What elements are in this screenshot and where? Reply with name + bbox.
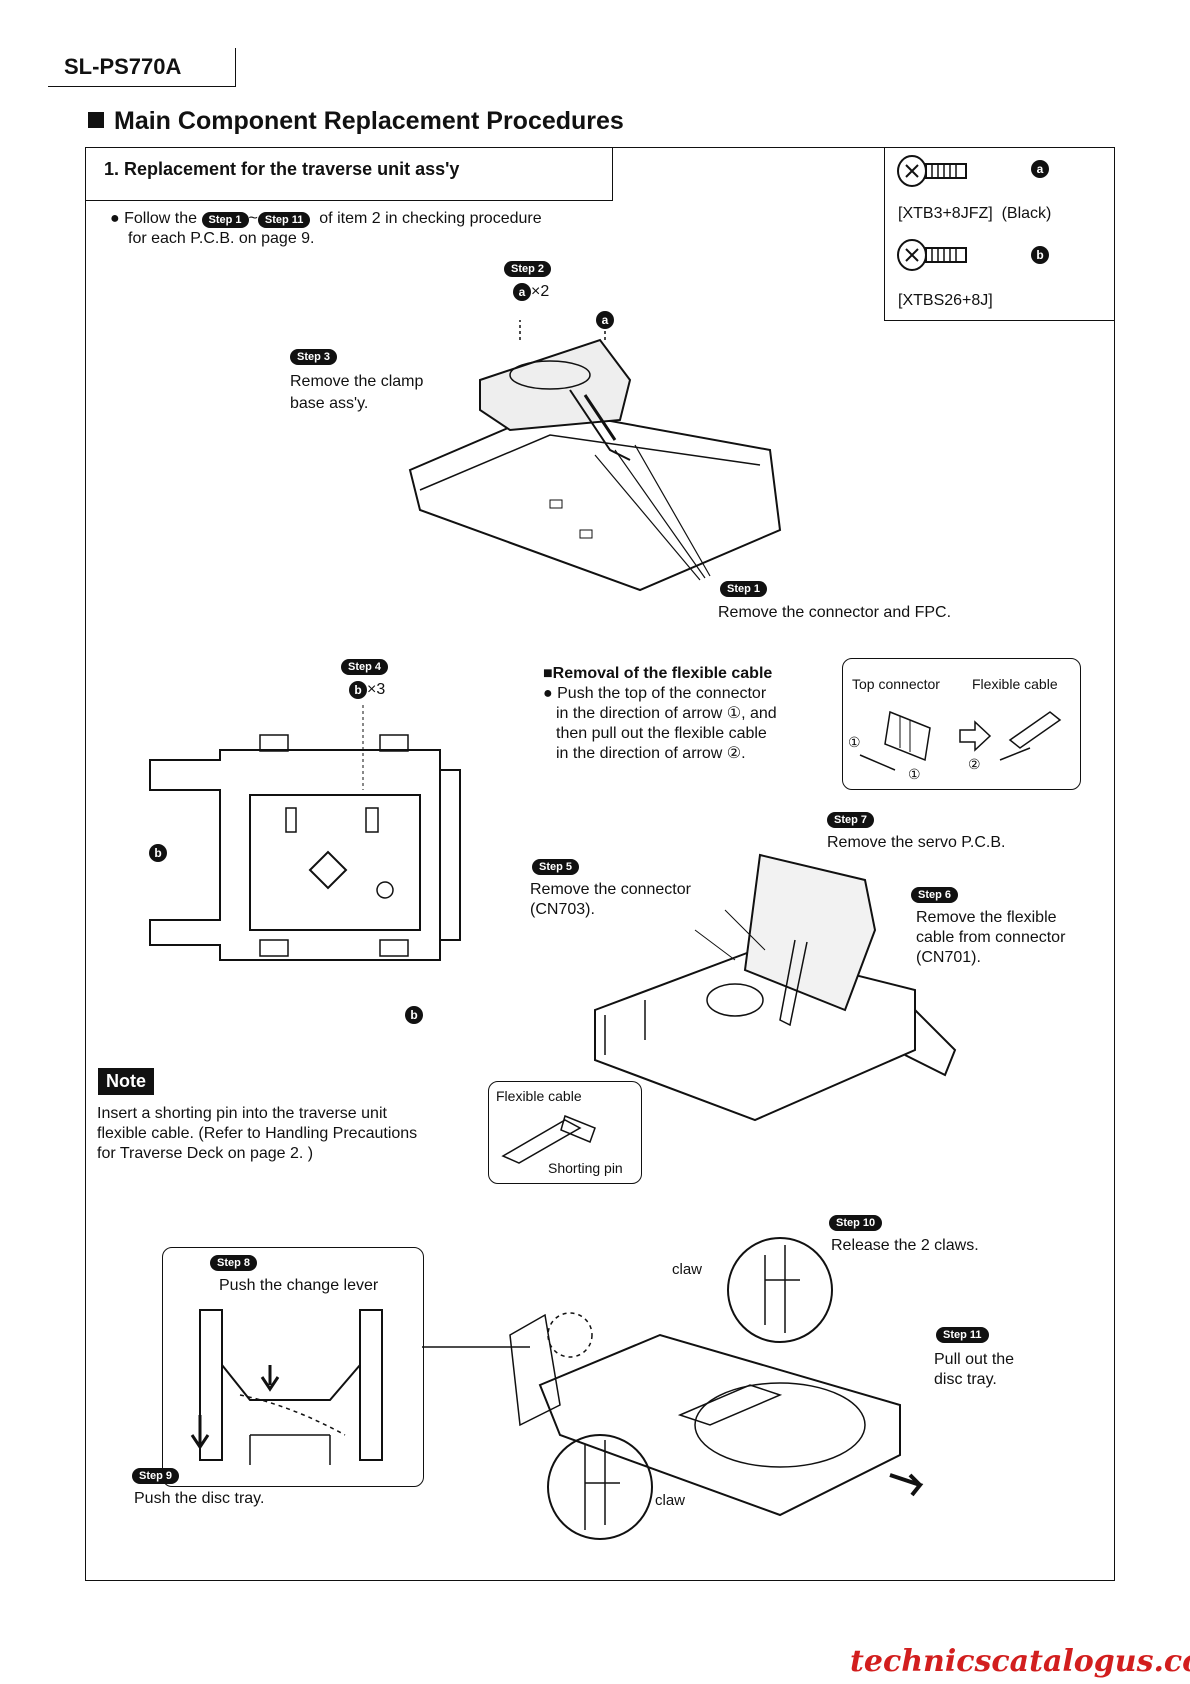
screw-b-marker: b [405,1006,423,1024]
step-5-text-2: (CN703). [530,901,595,918]
step-6-text-2: cable from connector [916,929,1066,946]
servo-pcb-illustration [594,853,957,1122]
disc-tray-illustration [422,1237,924,1540]
page-title: Main Component Replacement Procedures [88,107,624,136]
shorting-pin-label: Shorting pin [548,1160,623,1176]
step-3-text-2: base ass'y. [290,395,369,412]
step-2-badge: Step 2 [504,261,552,277]
watermark-link[interactable]: technicscatalogus.com [850,1644,1190,1679]
shorting-pin-drawing [501,1114,596,1164]
step-11-text-2: disc tray. [934,1371,997,1388]
step-10-badge: Step 10 [829,1215,883,1231]
step-4-qty: b×3 [349,680,385,700]
model-number: SL-PS770A [64,54,182,79]
step-1-badge: Step 1 [720,581,768,597]
screw-b-marker: b [149,844,167,862]
intro-text: ● Follow the Step 1~Step 11 of item 2 in… [110,210,542,228]
step-badge: Step 1 [201,212,249,228]
step-badge: Step 11 [257,212,311,228]
header-divider [235,48,236,87]
step-8-badge: Step 8 [210,1255,258,1271]
step-5-text-1: Remove the connector [530,881,691,898]
claw-label-bottom: claw [655,1492,686,1509]
note-line-1: Insert a shorting pin into the traverse … [97,1105,387,1122]
traverse-unit-illustration [149,705,461,961]
step-11-badge: Step 11 [936,1327,989,1343]
top-connector-label: Top connector [852,676,940,692]
shorting-pin-box [488,1081,642,1184]
screw-b-icon [897,239,967,271]
note-line-2: flexible cable. (Refer to Handling Preca… [97,1125,418,1142]
flex-removal-line-3: then pull out the flexible cable [556,725,767,742]
flex-removal-line-4: in the direction of arrow ②. [556,745,746,762]
arrow-2-label: ② [968,756,981,772]
claw-label-top: claw [672,1261,703,1278]
screw-b-letter: b [1031,246,1049,264]
intro-text-line2: for each P.C.B. on page 9. [128,230,315,247]
flex-removal-heading: ■Removal of the flexible cable [543,665,773,682]
step-7-text: Remove the servo P.C.B. [827,834,1006,851]
step-3-badge: Step 3 [290,349,338,365]
change-lever-drawing [190,1309,383,1465]
note-line-3: for Traverse Deck on page 2. ) [97,1145,314,1162]
step-6-text-1: Remove the flexible [916,909,1057,926]
section-title: 1. Replacement for the traverse unit ass… [104,159,460,179]
screw-a-letter: a [1031,160,1049,178]
connector-detail-box [842,658,1081,790]
flex-removal-line-2: in the direction of arrow ①, and [556,705,777,722]
shorting-flex-label: Flexible cable [496,1088,582,1104]
step-3-text-1: Remove the clamp [290,373,424,390]
clamp-base-illustration [408,320,782,592]
screw-legend-box [884,147,1114,321]
step-5-badge: Step 5 [532,859,580,875]
step-8-text: Push the change lever [219,1277,379,1294]
arrow-1-label: ① [848,734,861,750]
screw-a-icon [897,155,967,187]
section-header-box [85,147,613,201]
step-9-text: Push the disc tray. [134,1490,265,1507]
screw-a-marker: a [596,311,614,329]
step-9-badge: Step 9 [132,1468,180,1484]
step-4-badge: Step 4 [341,659,389,675]
screw-a-part: [XTB3+8JFZ] (Black) [898,205,1052,222]
flex-removal-line-1: ● Push the top of the connector [543,685,767,702]
title-square-icon [88,112,104,128]
flexible-cable-label: Flexible cable [972,676,1058,692]
note-tag: Note [98,1068,154,1095]
step-2-qty: a×2 [513,282,549,302]
connector-detail-drawing [859,710,1062,771]
screw-b-part: [XTBS26+8J] [898,292,993,309]
step-10-text: Release the 2 claws. [831,1237,979,1254]
arrow-1-label: ① [908,766,921,782]
step-11-text-1: Pull out the [934,1351,1015,1368]
step-6-badge: Step 6 [911,887,959,903]
step-6-text-3: (CN701). [916,949,981,966]
header-rule [48,86,236,87]
change-lever-box [162,1247,424,1487]
content-frame [85,147,1115,1581]
step-1-text: Remove the connector and FPC. [718,604,952,621]
step-7-badge: Step 7 [827,812,875,828]
